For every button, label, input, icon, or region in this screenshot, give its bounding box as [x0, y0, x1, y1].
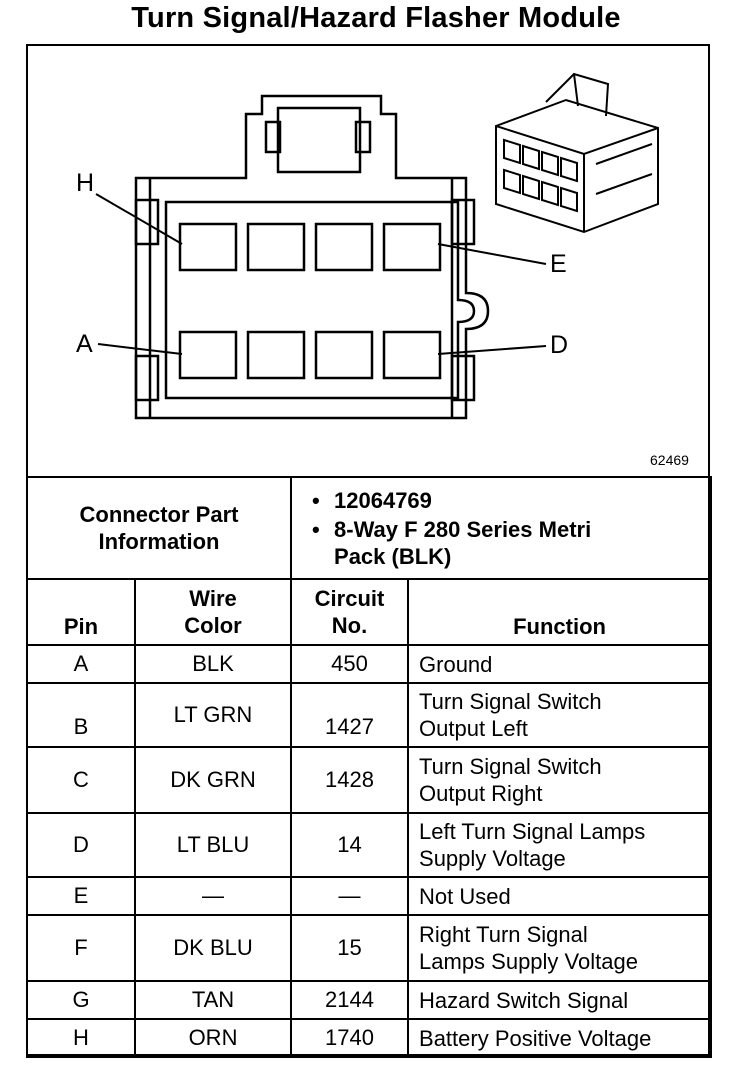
circuit-cell: —	[290, 876, 410, 916]
pin-cavity-d	[382, 330, 442, 380]
pin-cell: G	[26, 980, 136, 1020]
circuit-cell: 1427	[290, 682, 410, 748]
table-row: G TAN 2144 Hazard Switch Signal	[26, 980, 713, 1020]
connector-iso-view	[495, 72, 659, 234]
pin-cell: A	[26, 644, 136, 684]
circuit-cell: 14	[290, 812, 410, 878]
wire-color-cell: TAN	[133, 980, 293, 1020]
table-row: E — — Not Used	[26, 876, 713, 916]
part-number: 12064769	[312, 487, 710, 514]
wire-color-cell: DK BLU	[133, 914, 293, 982]
pin-cavity-c	[314, 330, 374, 380]
rail-clip-bottom-right	[450, 354, 476, 402]
leader-d	[437, 345, 547, 355]
connector-diagram: H E A D 62469	[26, 44, 710, 478]
pin-cavity-h	[178, 222, 238, 272]
leader-h	[95, 193, 183, 245]
wire-color-cell: —	[133, 876, 293, 916]
latch-slot-left	[264, 120, 282, 154]
connector-info-row: Connector Part Information 12064769 8-Wa…	[25, 476, 713, 580]
circuit-cell: 1740	[290, 1018, 410, 1058]
rail-clip-bottom-left	[134, 354, 160, 402]
function-cell: Ground	[407, 644, 713, 684]
pin-cell: C	[26, 746, 136, 814]
pin-cell: E	[26, 876, 136, 916]
function-cell: Hazard Switch Signal	[407, 980, 713, 1020]
wire-color-cell: ORN	[133, 1018, 293, 1058]
figure-number: 62469	[650, 452, 689, 468]
pin-cell: B	[26, 682, 136, 748]
pin-cavity-g	[246, 222, 306, 272]
header-function: Function	[407, 578, 713, 646]
iso-pin-cavities	[503, 138, 578, 213]
rail-clip-top-right	[450, 198, 476, 246]
circuit-cell: 1428	[290, 746, 410, 814]
pinout-table: Connector Part Information 12064769 8-Wa…	[25, 476, 713, 1058]
wire-color-cell: LT GRN	[133, 682, 293, 748]
pin-callout-e: E	[550, 250, 567, 278]
table-row: H ORN 1740 Battery Positive Voltage	[26, 1018, 713, 1058]
page-title: Turn Signal/Hazard Flasher Module	[131, 2, 621, 34]
pin-cavity-b	[246, 330, 306, 380]
pin-callout-h: H	[76, 169, 95, 197]
function-cell: Not Used	[407, 876, 713, 916]
pin-callout-d: D	[550, 331, 569, 359]
circuit-cell: 2144	[290, 980, 410, 1020]
connector-info-label: Connector Part Information	[25, 476, 293, 580]
header-pin: Pin	[26, 578, 136, 646]
function-cell: Battery Positive Voltage	[407, 1018, 713, 1058]
pin-cavity-f	[314, 222, 374, 272]
latch-tab	[276, 106, 362, 174]
circuit-cell: 15	[290, 914, 410, 982]
pin-cell: D	[26, 812, 136, 878]
table-row: A BLK 450 Ground	[26, 644, 713, 684]
pin-cell: F	[26, 914, 136, 982]
latch-slot-right	[354, 120, 372, 154]
pin-cell: H	[26, 1018, 136, 1058]
wire-color-cell: BLK	[133, 644, 293, 684]
pin-callout-a: A	[76, 330, 93, 358]
leader-a	[97, 343, 183, 355]
connector-face-drawing	[95, 72, 659, 420]
pin-cavity-e	[382, 222, 442, 272]
rail-clip-top-left	[134, 198, 160, 246]
connector-housing-outline	[134, 94, 490, 420]
connector-cavity-outline	[164, 200, 476, 400]
leader-e	[437, 243, 547, 265]
wire-color-cell: DK GRN	[133, 746, 293, 814]
circuit-cell: 450	[290, 644, 410, 684]
wire-color-cell: LT BLU	[133, 812, 293, 878]
pin-cavity-a	[178, 330, 238, 380]
